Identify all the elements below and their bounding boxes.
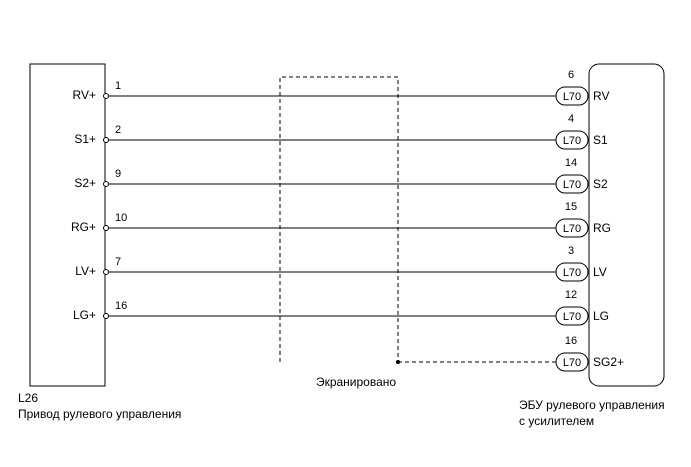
right-pin-label: S1 bbox=[593, 133, 608, 147]
right-pin-number: 4 bbox=[568, 113, 574, 125]
connector-code: L70 bbox=[563, 267, 581, 279]
connector-badge bbox=[555, 86, 589, 106]
shield-wire-row: 16 L70 SG2+ bbox=[396, 335, 624, 372]
connector-badge bbox=[555, 306, 589, 326]
connector-badge bbox=[555, 218, 589, 238]
left-pin-number: 9 bbox=[115, 168, 121, 180]
connector-badge bbox=[555, 174, 589, 194]
connector-code: L70 bbox=[563, 223, 581, 235]
left-pin-label: LV+ bbox=[75, 264, 96, 278]
wire-row: RG+ 10 15 L70 RG bbox=[71, 201, 611, 238]
right-pin-label: RG bbox=[593, 221, 611, 235]
right-pin-label: LV bbox=[593, 265, 607, 279]
right-pin-label: RV bbox=[593, 89, 609, 103]
left-terminal bbox=[103, 225, 109, 231]
left-pin-label: RV+ bbox=[73, 88, 96, 102]
left-pin-label: RG+ bbox=[71, 220, 96, 234]
left-pin-number: 7 bbox=[115, 256, 121, 268]
right-component-box bbox=[588, 63, 665, 387]
left-pin-number: 2 bbox=[115, 124, 121, 136]
shield-label: Экранировано bbox=[316, 375, 396, 389]
left-component-box bbox=[29, 63, 106, 387]
left-terminal bbox=[103, 313, 109, 319]
left-pin-label: S2+ bbox=[74, 176, 96, 190]
right-pin-number: 15 bbox=[565, 201, 577, 213]
left-terminal bbox=[103, 93, 109, 99]
wire-row: LG+ 16 12 L70 LG bbox=[73, 289, 609, 326]
connector-badge bbox=[555, 352, 589, 372]
right-pin-label: LG bbox=[593, 309, 609, 323]
left-pin-number: 10 bbox=[115, 212, 127, 224]
connector-code: L70 bbox=[563, 179, 581, 191]
connector-code: L70 bbox=[563, 311, 581, 323]
left-pin-label: S1+ bbox=[74, 132, 96, 146]
right-pin-number: 12 bbox=[565, 289, 577, 301]
connector-badge bbox=[555, 130, 589, 150]
right-pin-number: 14 bbox=[565, 157, 577, 169]
left-component-name: Привод рулевого управления bbox=[18, 407, 181, 421]
right-component-name-line2: с усилителем bbox=[519, 414, 594, 428]
right-pin-number: 6 bbox=[568, 69, 574, 81]
left-terminal bbox=[103, 137, 109, 143]
wire-row: S2+ 9 14 L70 S2 bbox=[74, 157, 608, 194]
right-pin-label: S2 bbox=[593, 177, 608, 191]
wire-row: RV+ 1 6 L70 RV bbox=[73, 69, 609, 106]
left-pin-number: 16 bbox=[115, 300, 127, 312]
right-pin-label: SG2+ bbox=[593, 355, 624, 369]
connector-code: L70 bbox=[563, 357, 581, 369]
connector-code: L70 bbox=[563, 91, 581, 103]
left-pin-number: 1 bbox=[115, 80, 121, 92]
connector-badge bbox=[555, 262, 589, 282]
left-terminal bbox=[103, 269, 109, 275]
right-pin-number: 3 bbox=[568, 245, 574, 257]
wire-row: S1+ 2 4 L70 S1 bbox=[74, 113, 608, 150]
wire-row: LV+ 7 3 L70 LV bbox=[75, 245, 607, 282]
left-component-code: L26 bbox=[18, 391, 38, 405]
right-component-name-line1: ЭБУ рулевого управления bbox=[519, 398, 665, 412]
shield-junction-dot bbox=[396, 360, 400, 364]
connector-code: L70 bbox=[563, 135, 581, 147]
shield-outline bbox=[279, 76, 399, 364]
left-terminal bbox=[103, 181, 109, 187]
right-pin-number: 16 bbox=[565, 335, 577, 347]
left-pin-label: LG+ bbox=[73, 308, 96, 322]
